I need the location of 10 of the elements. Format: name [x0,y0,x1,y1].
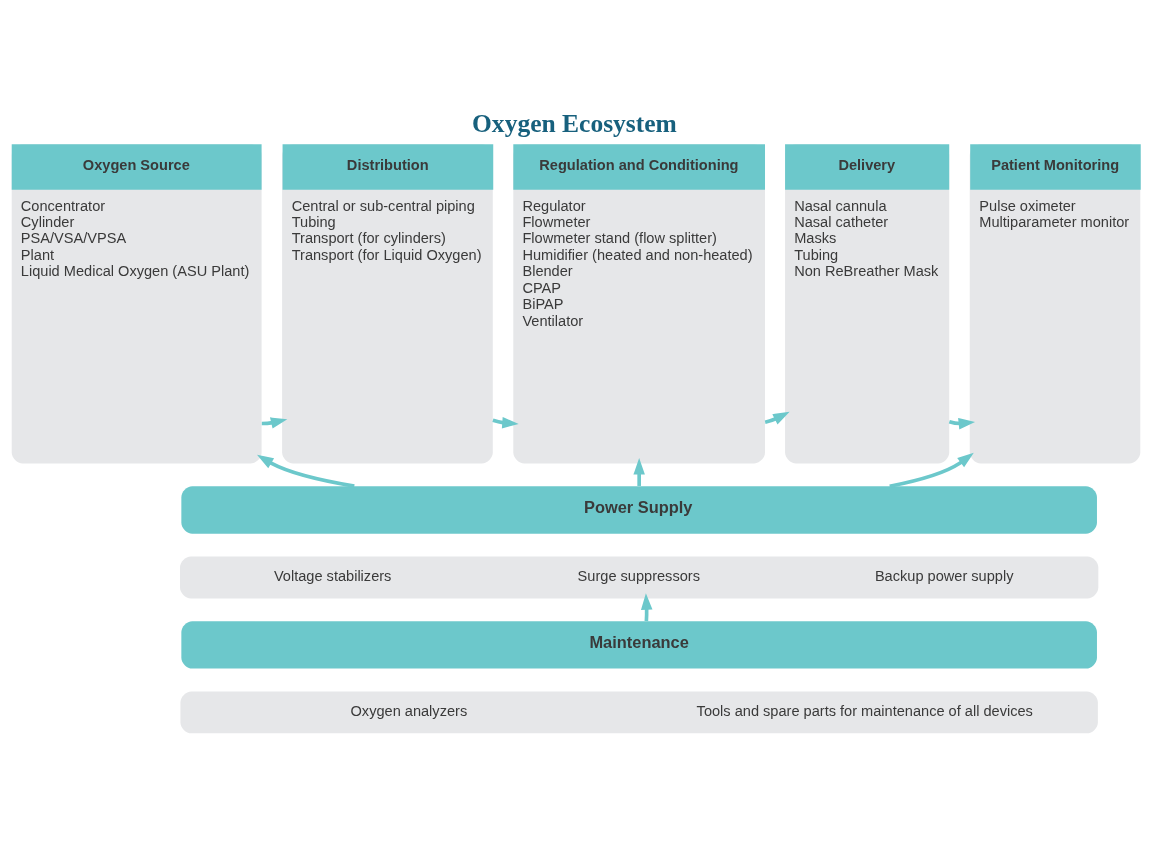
arrow [764,411,790,424]
node-box: Power Supply [181,485,1097,534]
arrow [889,452,974,488]
diagram-title: Oxygen Ecosystem [472,108,677,138]
arrow [633,457,645,486]
node-box: Oxygen analyzers Tools and spare parts for maintenance of all devices [180,690,1098,733]
node-box: Maintenance [181,620,1097,669]
node-box: Voltage stabilizers Surge suppressors Backup power supply [179,555,1099,598]
arrow [948,417,976,429]
arrow [256,454,355,488]
